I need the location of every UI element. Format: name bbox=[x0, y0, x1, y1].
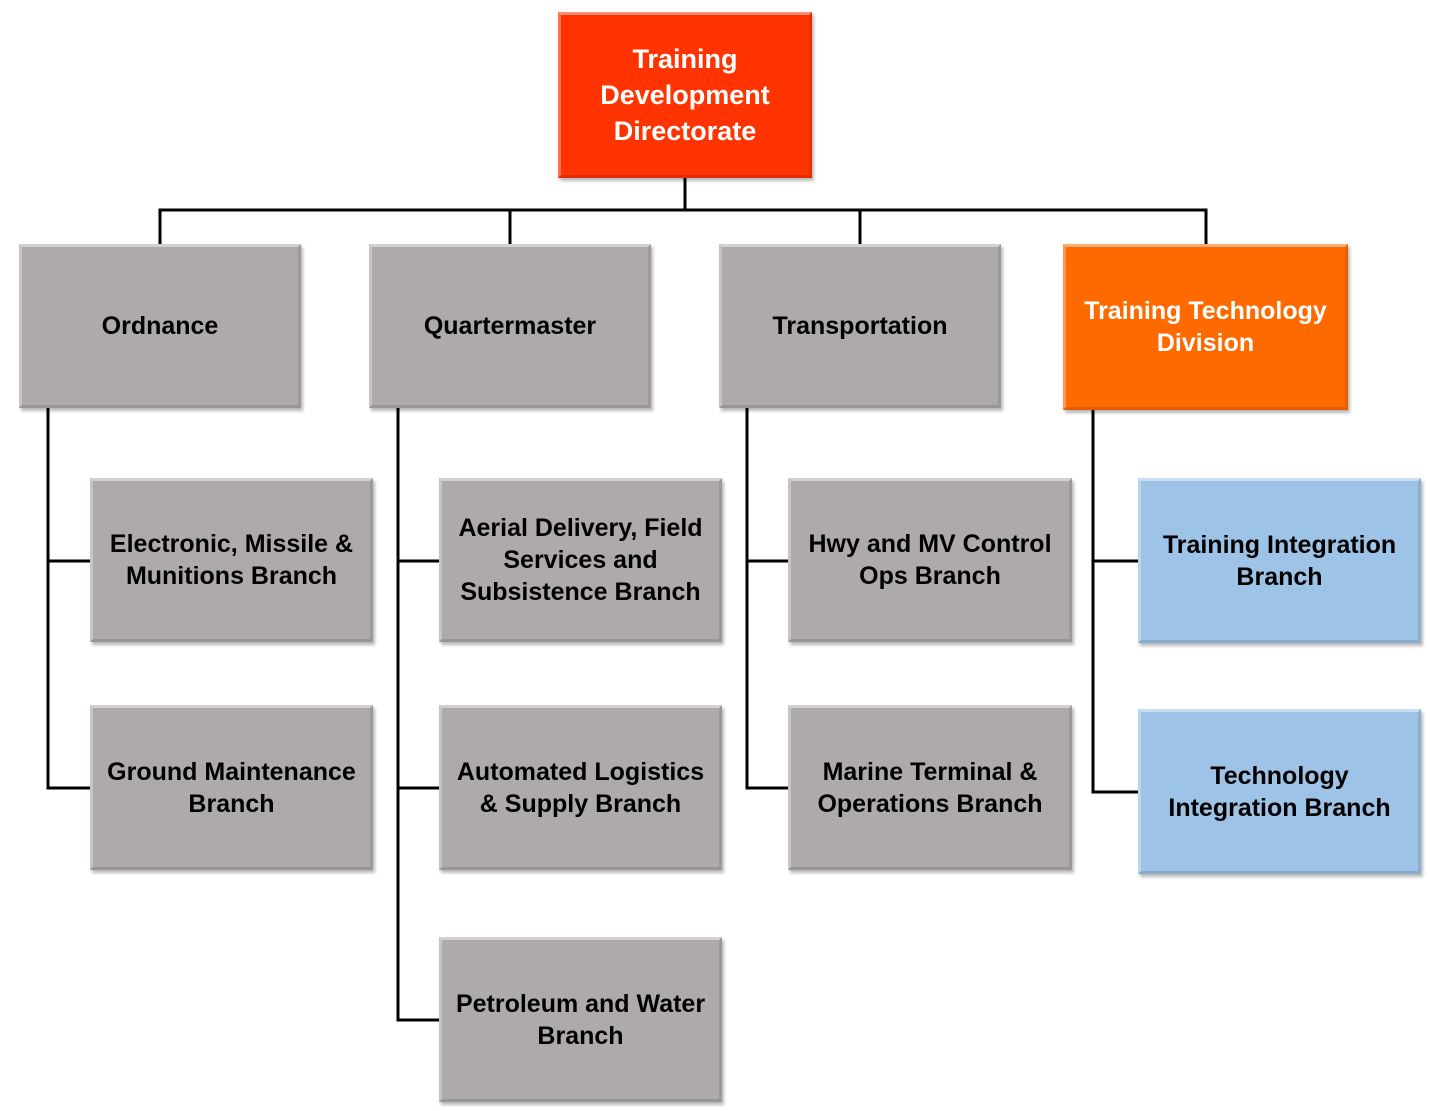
branch-aerial-delivery: Aerial Delivery, Field Services and Subs… bbox=[439, 478, 722, 642]
branch-label: Hwy and MV Control Ops Branch bbox=[808, 530, 1052, 590]
branch-petroleum-water: Petroleum and Water Branch bbox=[439, 937, 722, 1102]
division-ordnance: Ordnance bbox=[19, 244, 301, 408]
branch-label: Marine Terminal & Operations Branch bbox=[817, 757, 1043, 818]
branch-label: Automated Logistics & Supply Branch bbox=[456, 757, 705, 818]
branch-label: Aerial Delivery, Field Services and Subs… bbox=[458, 514, 703, 606]
division-quartermaster-label: Quartermaster bbox=[423, 312, 597, 340]
branch-automated-logistics: Automated Logistics & Supply Branch bbox=[439, 705, 722, 870]
division-ordnance-label: Ordnance bbox=[101, 312, 219, 340]
division-training-technology: Training Technology Division bbox=[1063, 244, 1348, 410]
branch-technology-integration: Technology Integration Branch bbox=[1138, 709, 1421, 874]
division-transportation: Transportation bbox=[719, 244, 1001, 408]
branch-ground-maintenance: Ground Maintenance Branch bbox=[90, 705, 373, 870]
division-transportation-label: Transportation bbox=[772, 312, 948, 340]
branch-label: Ground Maintenance Branch bbox=[107, 757, 356, 818]
branch-label: Technology Integration Branch bbox=[1168, 761, 1391, 822]
branch-electronic-missile-munitions: Electronic, Missile & Munitions Branch bbox=[90, 478, 373, 642]
branch-label: Training Integration Branch bbox=[1162, 530, 1397, 591]
division-quartermaster: Quartermaster bbox=[369, 244, 651, 408]
branch-label: Petroleum and Water Branch bbox=[455, 989, 706, 1050]
branch-training-integration: Training Integration Branch bbox=[1138, 478, 1421, 643]
root-node: Training Development Directorate bbox=[558, 12, 812, 178]
root-node-label: Training Development Directorate bbox=[600, 44, 770, 146]
branch-label: Electronic, Missile & Munitions Branch bbox=[109, 530, 354, 590]
branch-hwy-mv-control: Hwy and MV Control Ops Branch bbox=[788, 478, 1072, 642]
branch-marine-terminal: Marine Terminal & Operations Branch bbox=[788, 705, 1072, 870]
division-training-technology-label: Training Technology Division bbox=[1084, 297, 1327, 357]
